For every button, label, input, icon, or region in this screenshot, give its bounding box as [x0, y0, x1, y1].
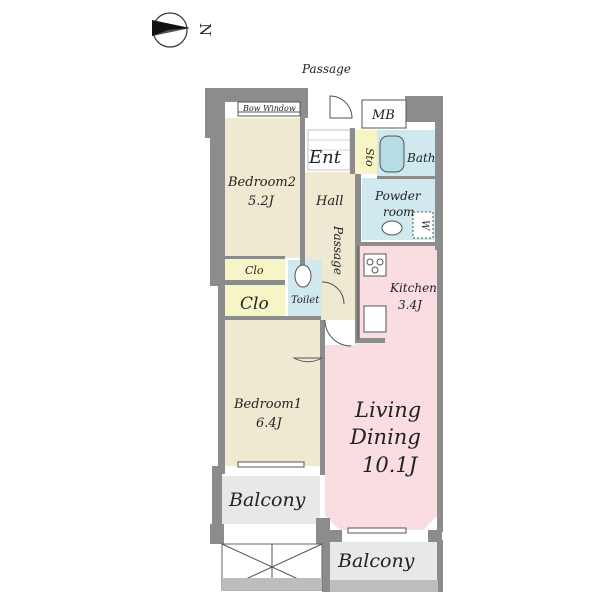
- living-label-2: Dining: [349, 425, 421, 449]
- bedroom1-name: Bedroom1: [233, 397, 302, 412]
- closet-small-label: Clo: [245, 264, 264, 277]
- passage-label: Passage: [331, 225, 345, 275]
- balcony-left-label: Balcony: [228, 489, 306, 511]
- bath-label: Bath: [406, 151, 436, 165]
- washer-icon: [412, 211, 434, 239]
- fixtures: [294, 135, 434, 340]
- bathtub-icon: [379, 135, 405, 173]
- living-size: 10.1J: [362, 453, 419, 477]
- walls: [205, 88, 443, 592]
- toilet-label: Toilet: [291, 295, 320, 306]
- living-dining-area: [325, 246, 437, 530]
- kitchen-name: Kitchen: [389, 281, 437, 295]
- bedroom2-name: Bedroom2: [227, 175, 296, 190]
- bedroom2-size: 5.2J: [248, 194, 275, 209]
- bedroom1-size: 6.4J: [256, 416, 283, 431]
- balcony-left-area: [222, 476, 320, 524]
- mb-label: MB: [371, 108, 395, 123]
- compass-north-label: N: [196, 23, 214, 36]
- doors: [292, 95, 353, 363]
- hall-label: Hall: [315, 194, 343, 209]
- powder-room-label-1: Powder: [374, 189, 422, 203]
- toilet-bowl-icon: [294, 264, 312, 288]
- bedroom2-area: [225, 118, 300, 258]
- bedroom1-area: [225, 320, 320, 466]
- windows: [221, 101, 438, 592]
- sink-icon: [381, 220, 403, 236]
- entrance-area: [305, 130, 355, 172]
- balcony-bottom-area: [330, 542, 438, 580]
- closet-large-area: [225, 285, 285, 317]
- room-labels: Bow Window MB Ent Sto Bath Bedroom2 5.2J…: [227, 104, 437, 572]
- closet-small-area: [225, 258, 285, 280]
- closet-large-label: Clo: [240, 294, 269, 314]
- entrance-label: Ent: [308, 147, 342, 168]
- compass: N: [152, 12, 214, 48]
- living-label-1: Living: [354, 398, 421, 422]
- kitchen-size: 3.4J: [398, 298, 423, 312]
- bow-window-label: Bow Window: [242, 104, 296, 113]
- top-passage-label: Passage: [301, 62, 351, 76]
- kitchen-sink-icon: [363, 305, 387, 333]
- washer-label: W: [419, 220, 430, 231]
- balcony-bottom-label: Balcony: [337, 550, 415, 572]
- powder-room-label-2: room: [383, 205, 415, 219]
- storage-area: [355, 130, 377, 174]
- compass-needle-icon: [152, 20, 190, 36]
- storage-label: Sto: [363, 148, 376, 167]
